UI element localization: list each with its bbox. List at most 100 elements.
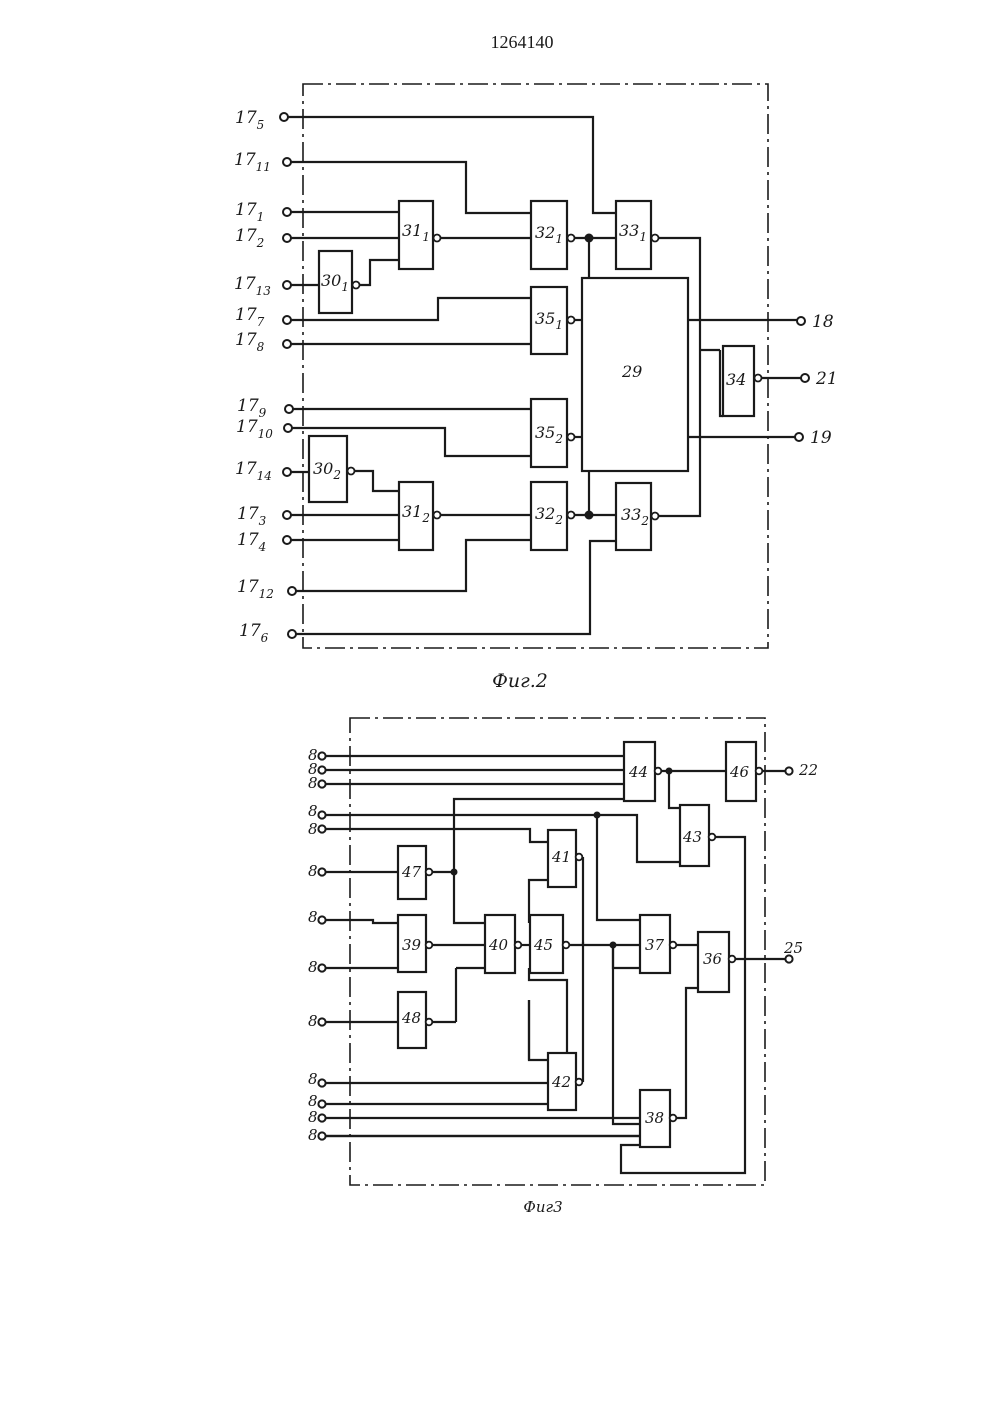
terminal-17-1 (283, 208, 291, 216)
terminal-18 (797, 317, 805, 325)
patent-number: 1264140 (491, 32, 554, 52)
block-label-47: 47 (401, 863, 422, 881)
terminal-17-14 (283, 468, 291, 476)
input-label-8: 8 (308, 862, 318, 880)
terminal-8 (318, 1100, 325, 1107)
input-label-8: 8 (308, 774, 318, 792)
block-label-48: 48 (401, 1009, 421, 1027)
inverter-39-output (426, 942, 433, 949)
input-label-17-8: 178 (235, 330, 265, 354)
inverter-43-output (709, 834, 716, 841)
inverter-42-output (576, 1079, 583, 1086)
input-label-8: 8 (308, 908, 318, 926)
inverter-33-2-output (652, 513, 659, 520)
inverter-30-1-output (353, 282, 360, 289)
fig2-boundary-frame (303, 84, 768, 648)
terminal-17-11 (283, 158, 291, 166)
terminal-17-4 (283, 536, 291, 544)
input-label-17-4: 174 (237, 530, 266, 554)
inverter-31-1-output (434, 235, 441, 242)
input-label-17-14: 1714 (235, 459, 272, 483)
inverter-32-2-output (568, 512, 575, 519)
inverter-33-1-output (652, 235, 659, 242)
input-label-8: 8 (308, 1070, 318, 1088)
terminal-8 (318, 1114, 325, 1121)
terminal-8 (318, 1132, 325, 1139)
inverter-35-1-output (568, 317, 575, 324)
output-label-25: 25 (783, 939, 803, 957)
terminal-8 (318, 1018, 325, 1025)
inverter-38-output (670, 1115, 677, 1122)
fig2-diagram: 175 1711 171 172 1713 177 178 179 1710 1… (234, 84, 838, 692)
terminal-17-2 (283, 234, 291, 242)
input-label-8: 8 (308, 1012, 318, 1030)
junction-dot (666, 768, 673, 775)
terminal-17-13 (283, 281, 291, 289)
terminal-8 (318, 825, 325, 832)
terminal-8 (318, 1079, 325, 1086)
block-label-43: 43 (682, 828, 702, 846)
block-label-41: 41 (551, 848, 571, 866)
input-label-17-1: 171 (235, 200, 264, 224)
terminal-8 (318, 964, 325, 971)
terminal-17-8 (283, 340, 291, 348)
inverter-32-1-output (568, 235, 575, 242)
block-label-44: 44 (628, 763, 648, 781)
inverter-30-2-output (348, 468, 355, 475)
inverter-48-output (426, 1019, 433, 1026)
inverter-35-2-output (568, 434, 575, 441)
output-label-21: 21 (815, 369, 838, 389)
input-label-8: 8 (308, 958, 318, 976)
terminal-17-3 (283, 511, 291, 519)
block-label-42: 42 (551, 1073, 571, 1091)
input-label-8: 8 (308, 802, 318, 820)
junction-dot (451, 869, 458, 876)
inverter-40-output (515, 942, 522, 949)
block-label-39: 39 (402, 936, 422, 954)
terminal-21 (801, 374, 809, 382)
junction-dot (610, 942, 617, 949)
fig3-caption: Фиг3 (523, 1198, 562, 1216)
terminal-8 (318, 766, 325, 773)
terminal-17-5 (280, 113, 288, 121)
input-label-17-7: 177 (235, 305, 265, 329)
input-label-8: 8 (308, 1108, 318, 1126)
input-label-8: 8 (308, 820, 318, 838)
terminal-17-12 (288, 587, 296, 595)
inverter-46-output (756, 768, 763, 775)
input-label-17-11: 1711 (234, 150, 271, 174)
input-label-8: 8 (308, 1126, 318, 1144)
input-label-17-12: 1712 (237, 577, 274, 601)
block-label-36: 36 (703, 950, 723, 968)
fig2-caption: Фиг.2 (492, 670, 548, 692)
input-label-17-13: 1713 (234, 274, 271, 298)
inverter-45-output (563, 942, 570, 949)
output-label-22: 22 (798, 761, 818, 779)
inverter-37-output (670, 942, 677, 949)
inverter-36-output (729, 956, 736, 963)
terminal-22 (785, 767, 792, 774)
terminal-8 (318, 811, 325, 818)
input-label-17-5: 175 (235, 108, 264, 132)
inverter-44-output (655, 768, 662, 775)
inverter-34-output (755, 375, 762, 382)
block-label-46: 46 (729, 763, 750, 781)
inverter-41-output (576, 854, 583, 861)
fig3-diagram: 8 8 8 8 8 8 8 8 8 8 8 8 8 44 46 43 41 47… (308, 718, 818, 1216)
terminal-19 (795, 433, 803, 441)
junction-dot (585, 234, 594, 243)
output-label-19: 19 (810, 428, 832, 448)
output-label-18: 18 (812, 312, 834, 332)
block-label-45: 45 (533, 936, 553, 954)
block-label-29: 29 (621, 362, 642, 381)
junction-dot (585, 511, 594, 520)
inverter-31-2-output (434, 512, 441, 519)
terminal-17-9 (285, 405, 293, 413)
input-label-17-6: 176 (239, 621, 269, 645)
terminal-17-6 (288, 630, 296, 638)
terminal-8 (318, 868, 325, 875)
input-label-17-10: 1710 (236, 417, 273, 441)
block-label-37: 37 (645, 936, 665, 954)
